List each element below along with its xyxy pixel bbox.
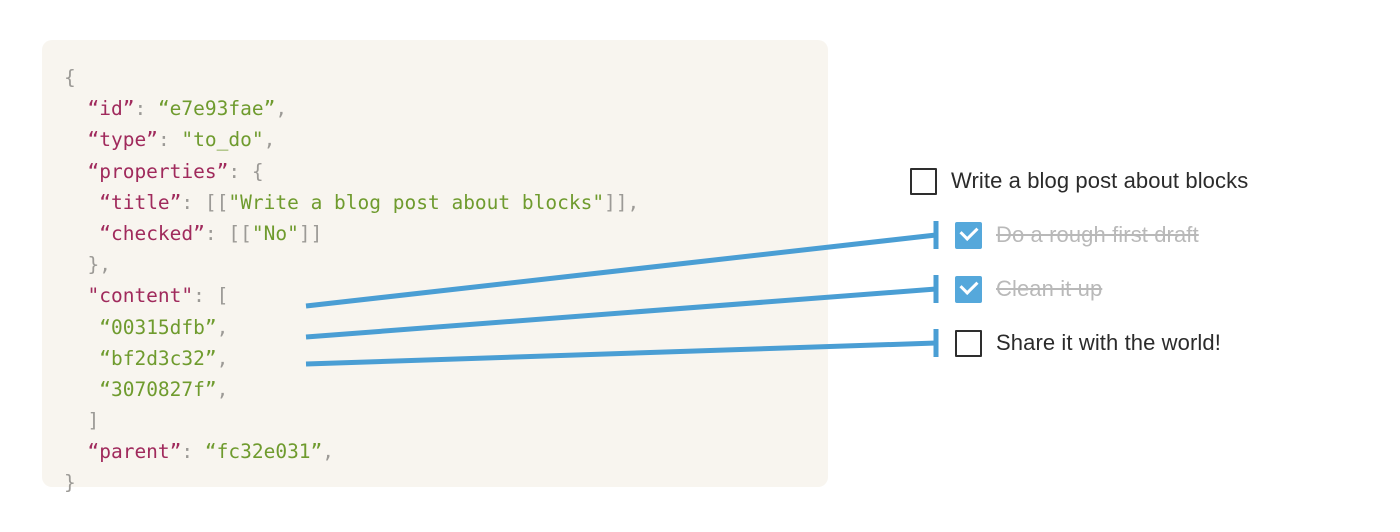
code-token-punct: , xyxy=(263,128,276,152)
todo-item-label: Do a rough first draft xyxy=(996,222,1199,247)
code-token-val: "Write a blog post about blocks" xyxy=(228,190,605,214)
code-token-colon: : xyxy=(193,284,217,308)
code-line: “properties”: { xyxy=(64,156,639,187)
todo-item[interactable]: Clean it up xyxy=(955,274,1102,304)
code-token-punct: }, xyxy=(64,253,111,277)
code-line: ] xyxy=(64,405,639,436)
code-token-val: “00315dfb” xyxy=(99,315,217,339)
todo-item-label: Clean it up xyxy=(996,276,1103,301)
code-token-val: “3070827f” xyxy=(99,377,217,401)
code-line: “bf2d3c32”, xyxy=(64,343,639,374)
code-token-key: “properties” xyxy=(87,159,229,183)
code-token-punct xyxy=(64,160,87,183)
code-line: } xyxy=(64,467,639,498)
code-line: “parent”: “fc32e031”, xyxy=(64,436,639,467)
code-token-punct xyxy=(64,440,87,463)
code-line: }, xyxy=(64,249,639,280)
json-code-listing: { “id”: “e7e93fae”, “type”: "to_do", “pr… xyxy=(64,62,639,499)
json-code-block: { “id”: “e7e93fae”, “type”: "to_do", “pr… xyxy=(42,40,828,494)
checkbox-checked-icon[interactable] xyxy=(955,275,982,303)
code-token-key: “title” xyxy=(99,190,182,214)
code-token-key: “type” xyxy=(87,128,158,152)
checkbox-checked-icon[interactable] xyxy=(955,221,982,249)
code-token-punct: , xyxy=(216,377,229,401)
code-token-key: "content" xyxy=(87,284,194,308)
todo-item[interactable]: Write a blog post about blocks xyxy=(910,166,1248,196)
code-token-punct xyxy=(64,97,87,120)
todo-item[interactable]: Do a rough first draft xyxy=(955,220,1199,250)
code-token-punct: , xyxy=(322,440,335,464)
todo-item-label: Write a blog post about blocks xyxy=(951,168,1249,193)
code-token-colon: : xyxy=(157,128,182,152)
code-token-colon: : xyxy=(134,97,158,121)
code-token-punct: { xyxy=(64,66,76,89)
code-line: “00315dfb”, xyxy=(64,312,639,343)
code-line: “type”: "to_do", xyxy=(64,124,639,155)
code-token-punct xyxy=(64,284,87,307)
code-token-punct: , xyxy=(216,346,229,370)
code-token-punct xyxy=(64,191,99,214)
code-token-punct: [[ xyxy=(228,221,252,245)
code-token-key: “checked” xyxy=(99,221,205,245)
code-token-punct: ]], xyxy=(604,190,640,214)
code-token-colon: : xyxy=(228,159,252,183)
checkbox-unchecked-icon[interactable] xyxy=(910,167,937,195)
code-token-punct: , xyxy=(216,315,229,339)
code-token-val: “e7e93fae” xyxy=(157,97,276,121)
code-token-punct xyxy=(64,378,99,401)
code-token-val: “bf2d3c32” xyxy=(99,346,217,370)
code-token-punct: [ xyxy=(216,284,229,308)
code-token-key: “parent” xyxy=(87,440,182,464)
check-mark-icon xyxy=(959,275,979,295)
todo-item-label: Share it with the world! xyxy=(996,330,1221,355)
code-token-punct xyxy=(64,347,99,370)
code-line: “checked”: [["No"]] xyxy=(64,218,639,249)
code-token-punct: } xyxy=(64,471,76,495)
code-token-punct xyxy=(64,316,99,339)
code-token-colon: : xyxy=(181,440,205,464)
check-mark-icon xyxy=(959,221,979,241)
code-line: { xyxy=(64,62,639,93)
code-token-colon: : xyxy=(204,221,229,245)
code-token-punct xyxy=(64,128,87,151)
code-token-val: "No" xyxy=(251,221,299,245)
code-token-punct: , xyxy=(275,97,288,121)
code-token-punct: [[ xyxy=(204,190,229,214)
code-token-val: “fc32e031” xyxy=(204,440,323,464)
code-token-colon: : xyxy=(181,190,205,214)
code-token-punct: ] xyxy=(64,409,100,433)
checkbox-unchecked-icon[interactable] xyxy=(955,329,982,357)
code-token-punct: { xyxy=(251,159,264,183)
code-line: “id”: “e7e93fae”, xyxy=(64,93,639,124)
code-line: “title”: [["Write a blog post about bloc… xyxy=(64,187,639,218)
code-token-val: "to_do" xyxy=(181,128,264,152)
code-line: “3070827f”, xyxy=(64,374,639,405)
todo-item[interactable]: Share it with the world! xyxy=(955,328,1221,358)
code-line: "content": [ xyxy=(64,280,639,311)
code-token-punct: ]] xyxy=(298,221,323,245)
code-token-punct xyxy=(64,222,99,245)
code-token-key: “id” xyxy=(87,97,135,121)
